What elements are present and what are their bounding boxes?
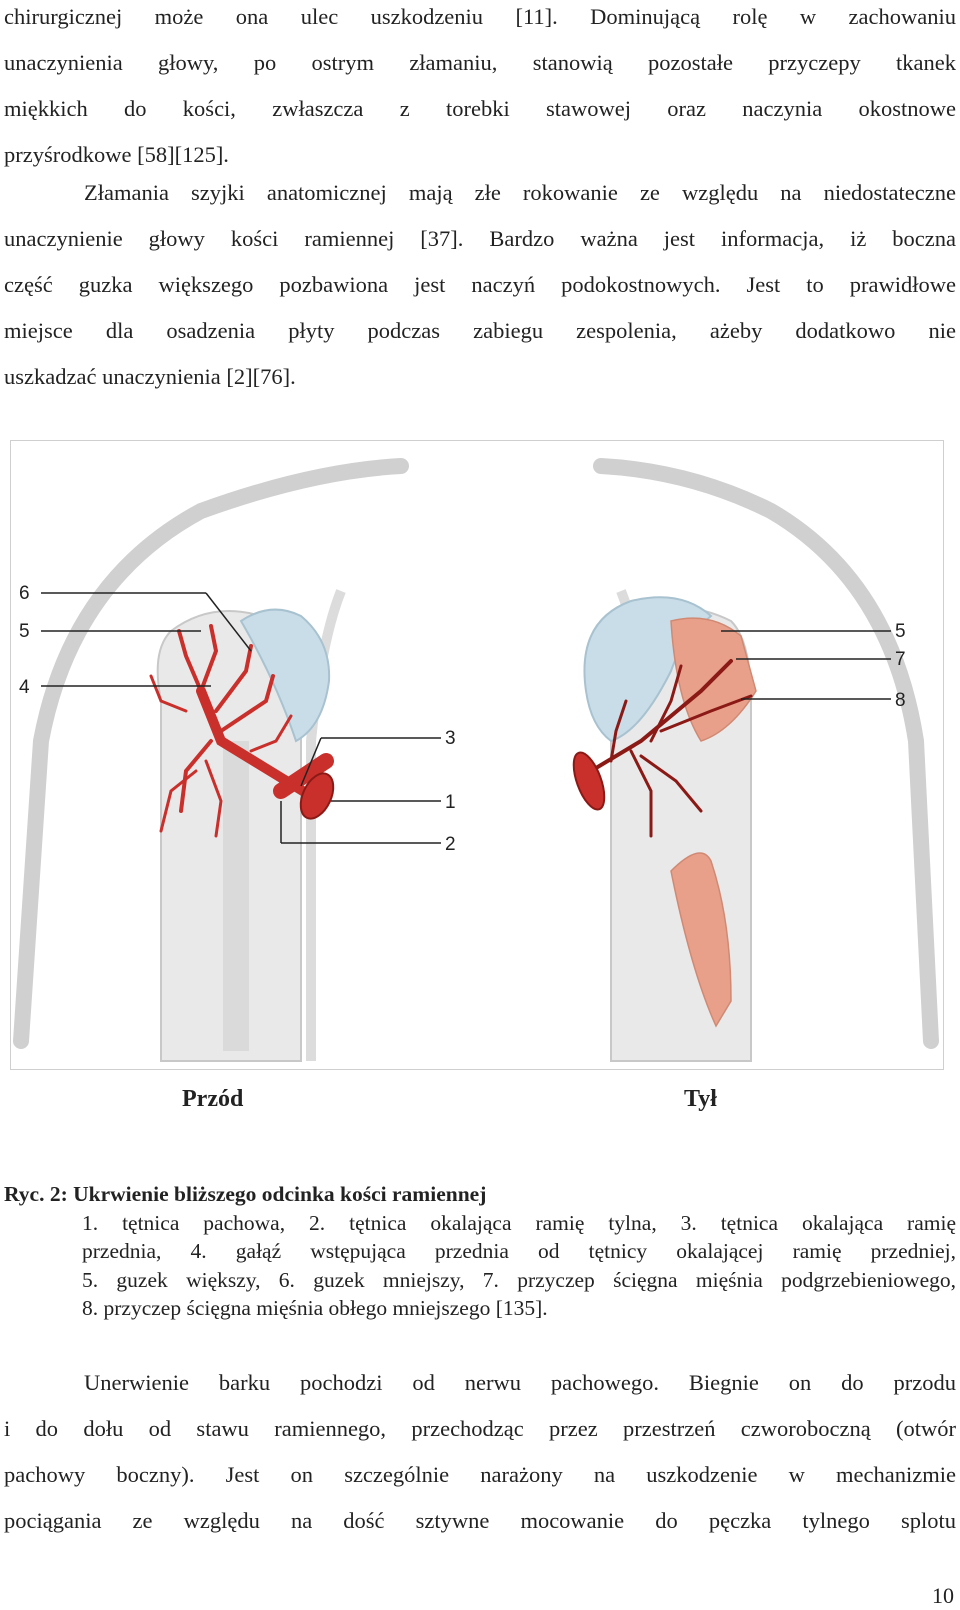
callout-5-back: 5 (895, 621, 906, 642)
text-line: uszkadzać unaczynienia [2][76]. (4, 364, 296, 389)
callout-1: 1 (445, 792, 456, 813)
callout-2: 2 (445, 834, 456, 855)
figure-caption: Ryc. 2: Ukrwienie bliższego odcinka kośc… (4, 1180, 956, 1323)
caption-legend: 1. tętnica pachowa, 2. tętnica okalająca… (4, 1209, 956, 1323)
callout-6: 6 (19, 583, 30, 604)
callout-8: 8 (895, 690, 906, 711)
front-arteries (149, 624, 316, 838)
paragraph-anatomical-neck-fractures: Złamania szyjki anatomicznej mają złe ro… (4, 170, 956, 400)
callout-5-front: 5 (19, 621, 30, 642)
paragraph-vascular-supply: chirurgicznej może ona ulec uszkodzeniu … (4, 0, 956, 178)
caption-line: przednia, 4. gałąź wstępująca przednia o… (82, 1239, 956, 1263)
back-muscle (670, 852, 732, 1028)
text-line: chirurgicznej może ona ulec uszkodzeniu … (4, 4, 956, 29)
callout-7: 7 (895, 649, 906, 670)
text-line: miękkich do kości, zwłaszcza z torebki s… (4, 96, 956, 121)
text-line: Unerwienie barku pochodzi od nerwu pacho… (84, 1370, 956, 1395)
back-arteries (589, 659, 753, 838)
view-label-back: Tył (684, 1086, 717, 1112)
text-line: pachowy boczny). Jest on szczególnie nar… (4, 1462, 956, 1487)
text-line: Złamania szyjki anatomicznej mają złe ro… (84, 180, 956, 205)
body-outline (13, 458, 409, 1049)
view-label-front: Przód (182, 1086, 244, 1112)
caption-line: 5. guzek większy, 6. guzek mniejszy, 7. … (82, 1267, 956, 1292)
caption-title: Ryc. 2: Ukrwienie bliższego odcinka kośc… (4, 1182, 487, 1206)
text-line: miejsce dla osadzenia płyty podczas zabi… (4, 318, 956, 343)
text-line: pociągania ze względu na dość sztywne mo… (4, 1508, 956, 1533)
body-outline (593, 458, 939, 1049)
front-axillary-artery (273, 753, 335, 820)
text-line: unaczynienia głowy, po ostrym złamaniu, … (4, 50, 956, 75)
paragraph-innervation: Unerwienie barku pochodzi od nerwu pacho… (4, 1360, 956, 1544)
anatomical-illustration: 6 5 4 3 1 2 5 7 8 (10, 440, 944, 1070)
text-line: część guzka większego pozbawiona jest na… (4, 272, 956, 297)
text-line: unaczynienie głowy kości ramiennej [37].… (4, 226, 956, 251)
front-humeral-head (239, 608, 331, 743)
leader-lines (41, 592, 891, 844)
caption-line: 8. przyczep ścięgna mięśnia obłego mniej… (82, 1296, 548, 1320)
back-axillary-artery (572, 751, 606, 811)
text-line: przyśrodkowe [58][125]. (4, 142, 229, 167)
caption-line: 1. tętnica pachowa, 2. tętnica okalająca… (82, 1210, 956, 1235)
callout-4: 4 (19, 677, 30, 698)
text-line: i do dołu od stawu ramiennego, przechodz… (4, 1416, 956, 1441)
page-number: 10 (932, 1583, 954, 1608)
callout-3: 3 (445, 728, 456, 749)
